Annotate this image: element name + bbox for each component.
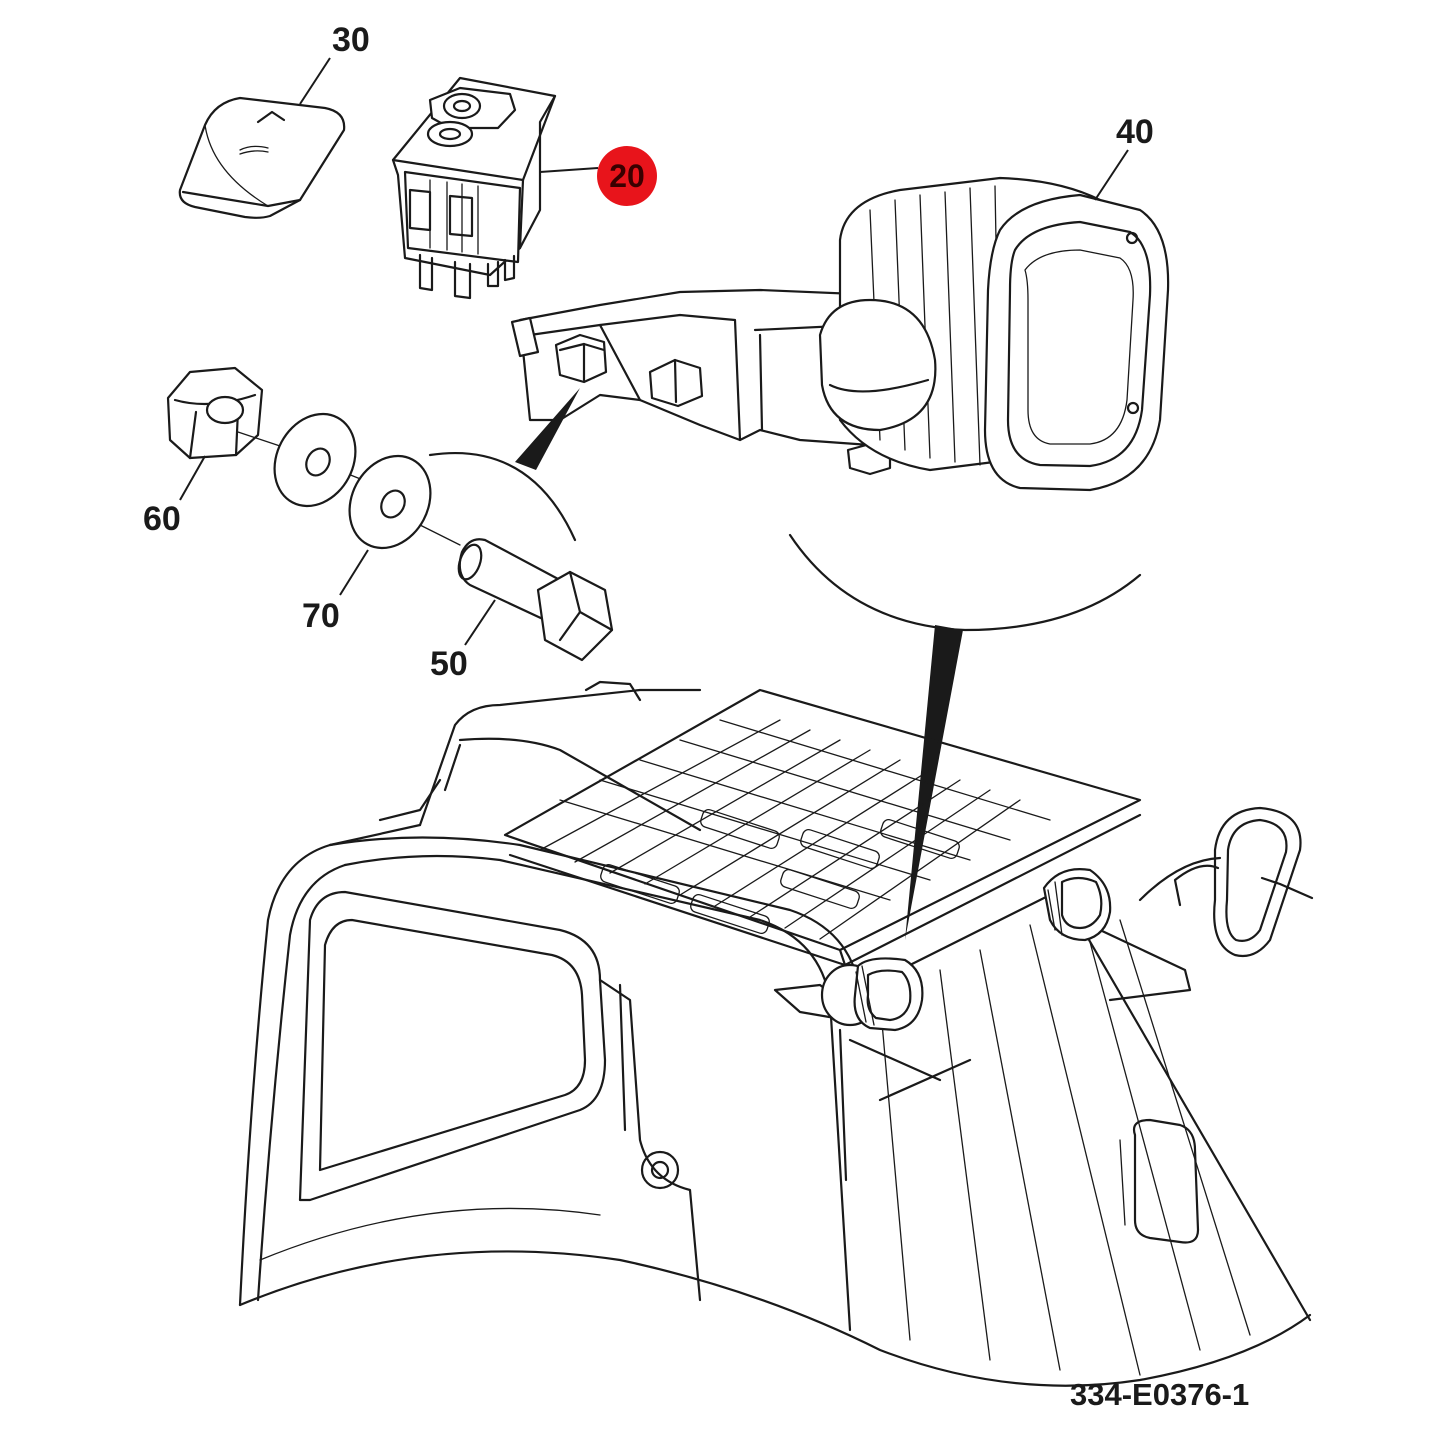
cab-assembly [238, 680, 1314, 1387]
callout-20[interactable]: 20 [609, 158, 645, 194]
callout-leader-40 [1094, 149, 1129, 201]
callout-leader-50 [464, 599, 496, 646]
callout-leader-60 [179, 455, 206, 501]
detail-circle-light [788, 533, 1142, 632]
callout-50: 50 [430, 645, 468, 683]
callout-30: 30 [332, 21, 370, 59]
nut-part [166, 366, 264, 460]
callout-20-highlight[interactable] [597, 146, 657, 206]
drawing-number: 334-E0376-1 [1070, 1377, 1249, 1412]
rocker-switch-part [391, 76, 557, 300]
work-light-part [510, 176, 1170, 492]
detail-pointer-light [905, 625, 963, 940]
callout-leader-30 [299, 57, 331, 105]
detail-pointer-bolt [515, 388, 580, 470]
callout-leader-70 [339, 549, 369, 596]
detail-circle-bolt [428, 451, 577, 542]
callout-40: 40 [1116, 113, 1154, 151]
callout-60: 60 [143, 500, 181, 538]
bolt-part [457, 538, 614, 662]
switch-cover-part [178, 96, 346, 219]
callout-leader-20 [539, 167, 599, 173]
callout-70: 70 [302, 597, 340, 635]
washer-part [273, 412, 432, 550]
